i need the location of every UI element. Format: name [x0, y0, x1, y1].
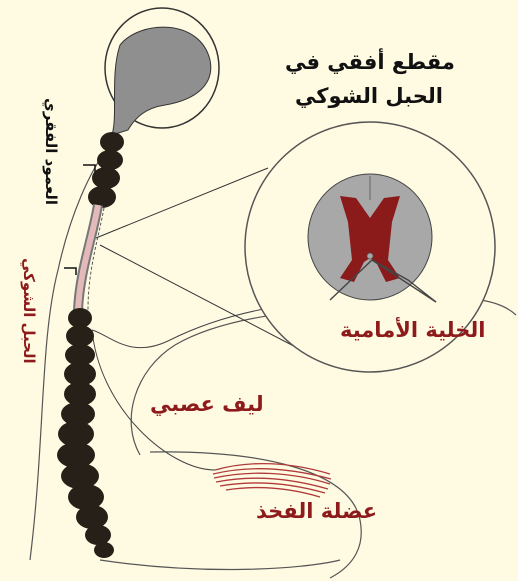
nerve-fiber-label: ليف عصبي	[150, 392, 264, 416]
thigh-muscle-label: عضلة الفخذ	[256, 499, 377, 523]
section-title-line2: الحبل الشوكي	[295, 84, 443, 108]
anterior-cell-label: الخلية الأمامية	[340, 318, 485, 342]
central-canal	[367, 253, 373, 259]
section-title-line1: مقطع أفقي في	[285, 50, 455, 74]
spinal-cord-label: الحبل الشوكي	[20, 258, 38, 364]
vertebral-column-label: العمود الفقري	[42, 98, 60, 205]
